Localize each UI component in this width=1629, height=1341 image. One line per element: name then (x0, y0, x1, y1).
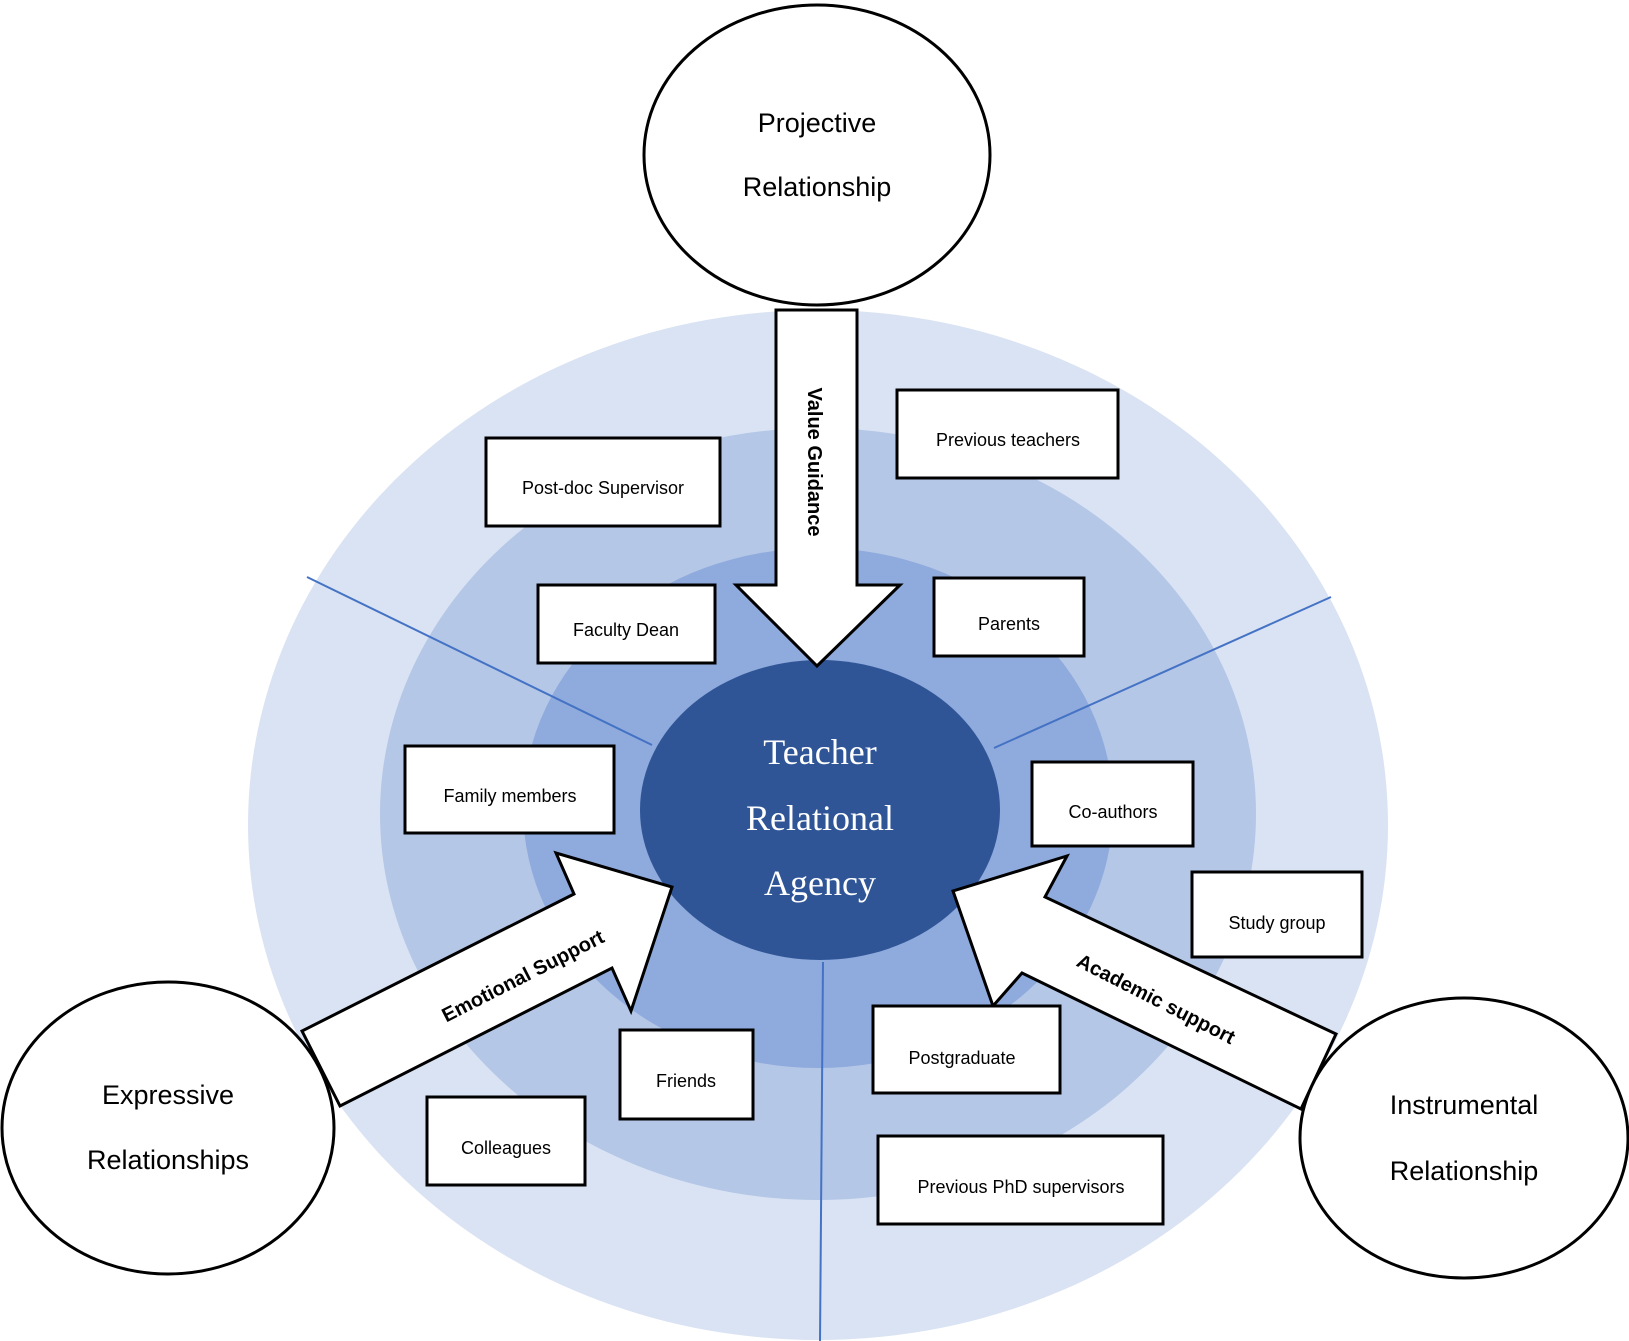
box-postgraduate: Postgraduate (871, 1004, 1062, 1095)
expressive-relationships-circle (0, 980, 336, 1276)
instrumental-label-line1: Instrumental (1390, 1090, 1539, 1120)
box-parents-label: Parents (978, 614, 1040, 634)
box-study-group-label: Study group (1228, 913, 1325, 933)
box-co-authors-label: Co-authors (1068, 802, 1157, 822)
box-previous-teachers: Previous teachers (895, 388, 1120, 480)
box-postdoc-supervisor: Post-doc Supervisor (484, 436, 722, 528)
projective-label-line2: Relationship (743, 172, 892, 202)
box-previous-phd-supervisors-label: Previous PhD supervisors (917, 1177, 1124, 1197)
core-label-line2: Relational (746, 798, 894, 838)
value-guidance-label: Value Guidance (803, 388, 825, 537)
core-label-line1: Teacher (763, 732, 876, 772)
expressive-label-line2: Relationships (87, 1145, 249, 1175)
box-study-group: Study group (1190, 870, 1364, 959)
box-family-members: Family members (403, 744, 616, 835)
box-family-members-label: Family members (443, 786, 576, 806)
box-faculty-dean-label: Faculty Dean (573, 620, 679, 640)
projective-label-line1: Projective (758, 108, 877, 138)
instrumental-relationship-circle (1298, 996, 1629, 1280)
box-faculty-dean: Faculty Dean (536, 583, 717, 665)
box-friends: Friends (618, 1028, 755, 1121)
box-postdoc-supervisor-label: Post-doc Supervisor (522, 478, 684, 498)
instrumental-label-line2: Relationship (1390, 1156, 1539, 1186)
box-previous-phd-supervisors: Previous PhD supervisors (876, 1134, 1165, 1226)
core-ellipse (640, 660, 1000, 960)
box-colleagues: Colleagues (425, 1095, 587, 1187)
divider-line-bottom (819, 961, 824, 1341)
box-colleagues-label: Colleagues (461, 1138, 551, 1158)
box-postgraduate-label: Postgraduate (908, 1048, 1015, 1068)
value-guidance-arrow (732, 308, 904, 669)
divider-line-left (306, 576, 653, 746)
expressive-label-line1: Expressive (102, 1080, 234, 1110)
core-label-line3: Agency (764, 863, 876, 903)
box-co-authors: Co-authors (1030, 760, 1195, 848)
box-previous-teachers-label: Previous teachers (936, 430, 1080, 450)
emotional-support-arrow (299, 850, 674, 1109)
academic-support-arrow (951, 853, 1338, 1112)
projective-relationship-circle (642, 3, 992, 307)
box-friends-label: Friends (656, 1071, 716, 1091)
divider-line-right (993, 596, 1332, 749)
box-parents: Parents (932, 576, 1086, 658)
